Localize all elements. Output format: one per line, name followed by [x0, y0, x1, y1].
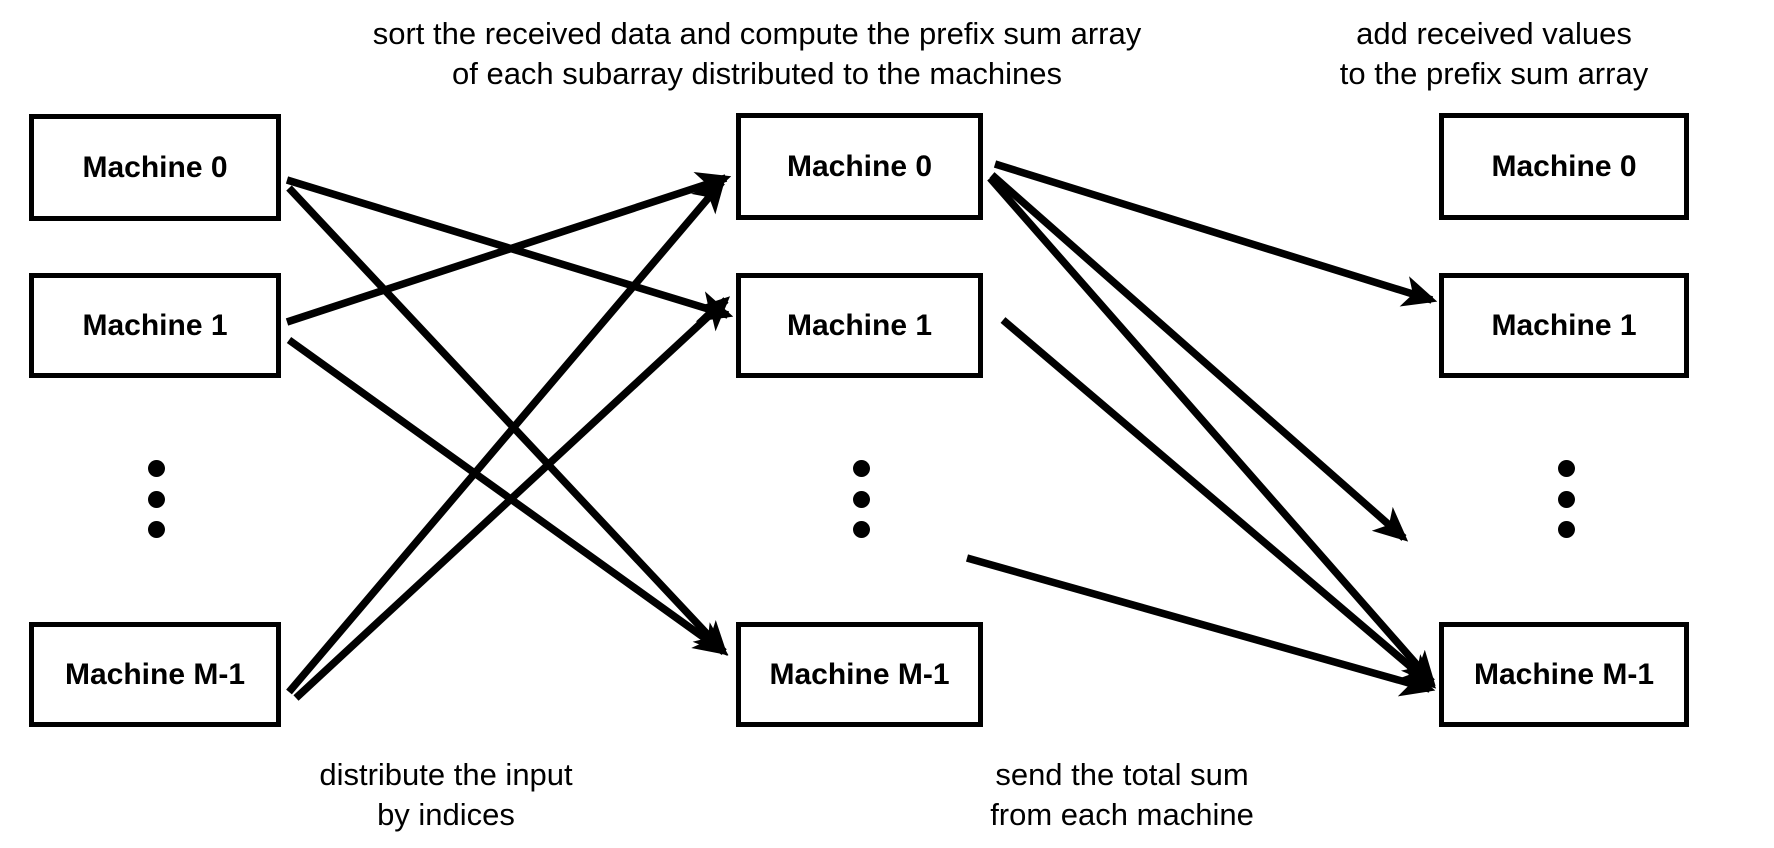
box-mid-machine-1-label: Machine 1	[786, 308, 933, 342]
box-mid-machine-m-1-label: Machine M-1	[769, 657, 950, 691]
caption-add-received-values: add received values to the prefix sum ar…	[1339, 16, 1649, 91]
arrow-left-m-m1-to-mid-m0	[286, 177, 726, 695]
box-right-machine-1-label: Machine 1	[1491, 308, 1637, 342]
caption-sort-prefix-sum: sort the received data and compute the p…	[372, 16, 1142, 91]
box-left-machine-m-1[interactable]: Machine M-1	[29, 622, 281, 727]
vertical-ellipsis-middle	[852, 460, 870, 538]
arrow-left-m1-to-mid-m0	[285, 171, 732, 326]
arrow-mid-m0-to-right-m-m1	[987, 175, 1436, 687]
ellipsis-dot	[147, 490, 165, 508]
box-right-machine-m-1-label: Machine M-1	[1473, 657, 1655, 691]
arrow-mid-m0-to-right-m1	[993, 160, 1438, 307]
vertical-ellipsis-left	[147, 460, 165, 538]
box-left-machine-1-label: Machine 1	[82, 308, 228, 342]
ellipsis-dot	[1557, 460, 1575, 477]
ellipsis-dot	[852, 521, 870, 538]
ellipsis-dot	[147, 460, 165, 477]
ellipsis-dot	[852, 460, 870, 477]
box-mid-machine-0[interactable]: Machine 0	[736, 113, 983, 220]
arrow-left-m1-to-mid-m-1	[286, 336, 729, 656]
box-left-machine-m-1-label: Machine M-1	[64, 657, 246, 691]
box-left-machine-0[interactable]: Machine 0	[29, 114, 281, 221]
arrow-mid-m0-to-right-dots	[989, 172, 1409, 542]
box-right-machine-m-1[interactable]: Machine M-1	[1439, 622, 1689, 727]
ellipsis-dot	[1557, 521, 1575, 538]
arrow-left-m0-to-mid-m-1	[286, 185, 728, 657]
ellipsis-dot	[147, 521, 165, 538]
caption-send-total-sum: send the total sum from each machine	[990, 757, 1254, 832]
caption-distribute-input: distribute the input by indices	[319, 757, 573, 832]
box-right-machine-1[interactable]: Machine 1	[1439, 273, 1689, 378]
ellipsis-dot	[852, 490, 870, 508]
box-mid-machine-1[interactable]: Machine 1	[736, 273, 983, 378]
box-right-machine-0-label: Machine 0	[1491, 149, 1637, 183]
ellipsis-dot	[1557, 490, 1575, 508]
arrow-mid-m1-to-right-m-m1	[1000, 317, 1437, 689]
arrow-mid-m-m1-to-right-m-m1	[965, 554, 1436, 697]
box-mid-machine-m-1[interactable]: Machine M-1	[736, 622, 983, 727]
box-mid-machine-0-label: Machine 0	[786, 149, 933, 183]
box-left-machine-1[interactable]: Machine 1	[29, 273, 281, 378]
box-left-machine-0-label: Machine 0	[82, 150, 228, 184]
box-right-machine-0[interactable]: Machine 0	[1439, 113, 1689, 220]
vertical-ellipsis-right	[1557, 460, 1575, 538]
arrow-left-m-m1-to-mid-m1	[293, 296, 731, 701]
